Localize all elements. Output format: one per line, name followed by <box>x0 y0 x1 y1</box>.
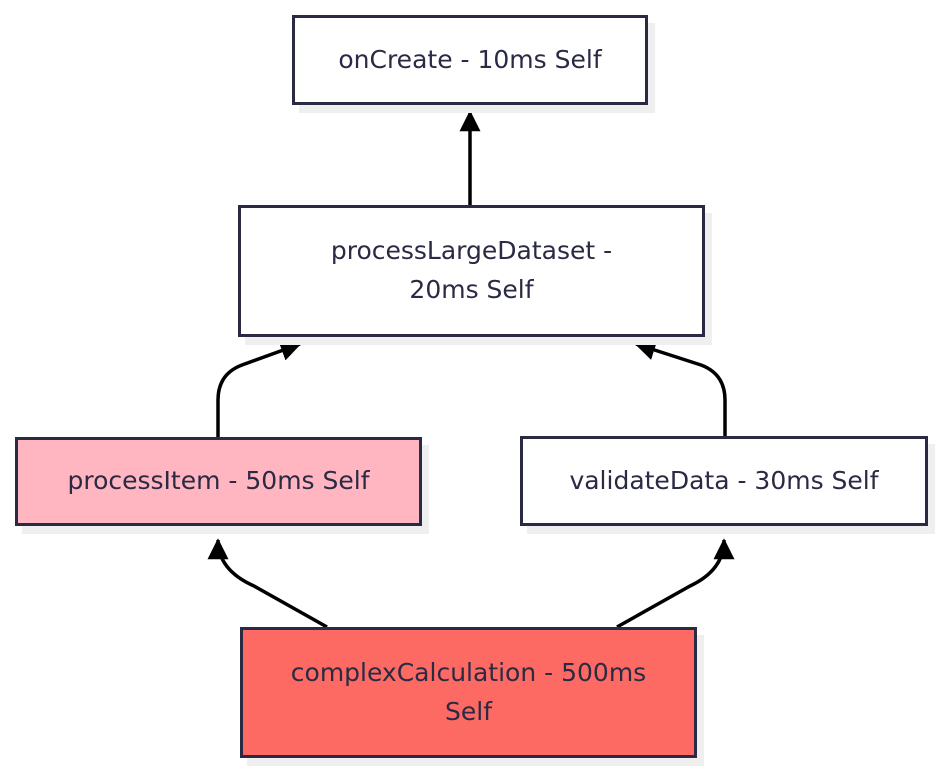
node-processLargeDataset: processLargeDataset - 20ms Self <box>238 205 705 337</box>
node-processLargeDataset-label: processLargeDataset - 20ms Self <box>330 236 613 304</box>
node-processItem: processItem - 50ms Self <box>15 437 422 526</box>
edge-complexCalculation-to-validateData <box>616 538 735 629</box>
node-onCreate-label: onCreate - 10ms Self <box>338 44 602 74</box>
node-validateData-label: validateData - 30ms Self <box>569 465 879 495</box>
node-complexCalculation: complexCalculation - 500ms Self <box>240 627 697 758</box>
node-complexCalculation-label: complexCalculation - 500ms Self <box>290 657 647 726</box>
edge-processItem-to-processLargeDataset <box>216 340 302 437</box>
edge-complexCalculation-to-processItem <box>207 538 328 629</box>
node-onCreate: onCreate - 10ms Self <box>292 15 648 105</box>
node-validateData: validateData - 30ms Self <box>520 436 928 526</box>
edge-validateData-to-processLargeDataset <box>634 339 727 437</box>
node-processItem-label: processItem - 50ms Self <box>67 466 370 496</box>
